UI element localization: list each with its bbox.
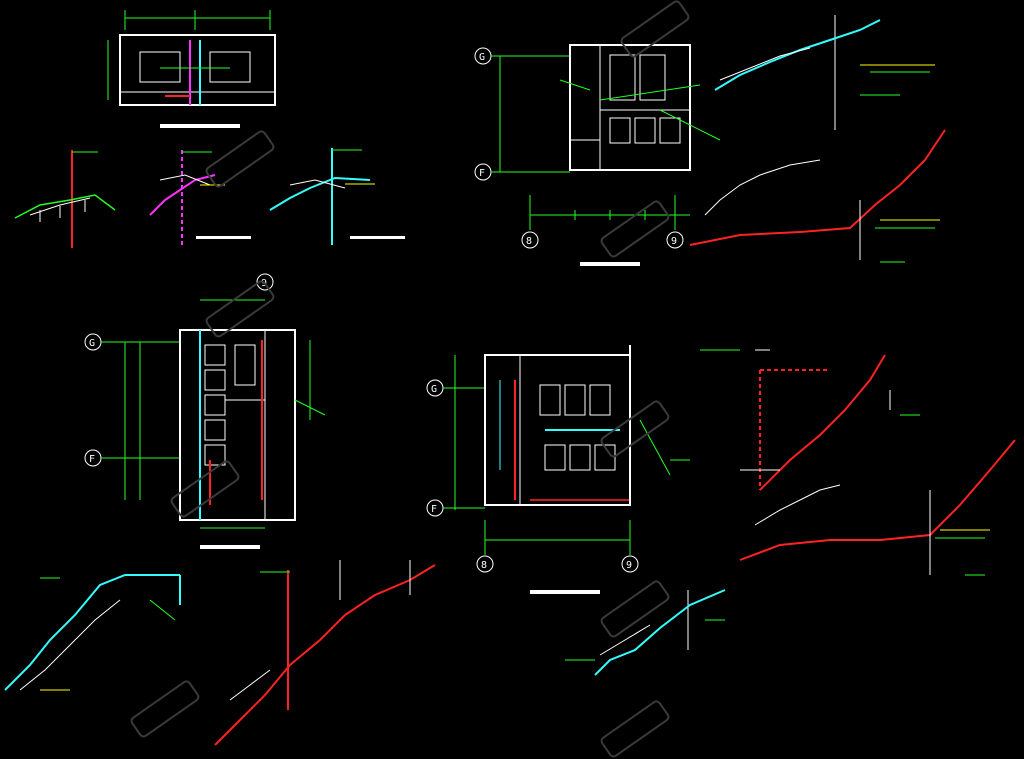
axis-marker-9c: 9 xyxy=(626,560,632,571)
iso-caption-b xyxy=(196,236,251,239)
isometric-right-upper xyxy=(700,349,920,491)
isometric-left-b xyxy=(149,150,251,245)
axis-marker-f2: F xyxy=(89,454,95,465)
plan-top-right: G F 8 9 xyxy=(474,44,721,266)
isometric-top-right-b xyxy=(689,129,946,263)
plan-title-bar-3 xyxy=(200,545,260,549)
plan-title-bar-4 xyxy=(530,590,600,594)
isometric-bottom-center xyxy=(565,589,726,676)
axis-marker-f3: F xyxy=(431,504,437,515)
axis-marker-g3: G xyxy=(431,384,437,395)
isometric-left-c xyxy=(269,148,405,245)
axis-marker-f1: F xyxy=(479,168,485,179)
plan-middle-left: 9 G F xyxy=(84,273,326,549)
axis-marker-8b: 8 xyxy=(481,560,487,571)
axis-marker-g1: G xyxy=(479,52,485,63)
logo-watermark-icon xyxy=(130,0,690,758)
isometric-bottom-left xyxy=(4,574,181,691)
iso-caption-c xyxy=(350,236,405,239)
axis-marker-8a: 8 xyxy=(526,236,532,247)
axis-marker-g2: G xyxy=(89,338,95,349)
isometric-right-lower xyxy=(739,439,1016,576)
plan-title-bar xyxy=(160,124,240,128)
plan-title-bar-2 xyxy=(580,262,640,266)
plan-middle-center: G F 8 9 xyxy=(426,345,690,594)
isometric-bottom-center-left xyxy=(214,560,436,746)
plan-top-left xyxy=(107,10,276,128)
isometric-left-a xyxy=(14,150,116,248)
axis-marker-9a: 9 xyxy=(671,236,677,247)
isometric-top-right-a xyxy=(714,15,935,130)
